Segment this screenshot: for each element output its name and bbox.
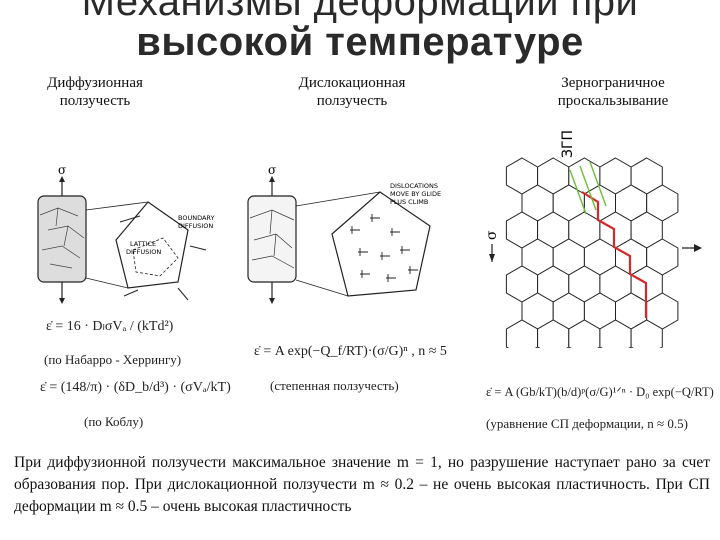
specimen-cylinder — [37, 195, 87, 283]
sp-deformation-formula: ε̇ = A (Gb/kT)(b/d)ᵖ(σ/G)¹ᐟⁿ · D₀ exp(−Q… — [486, 385, 714, 399]
power-law-formula: ε̇ = A exp(−Q_f/RT)·(σ/G)ⁿ , n ≈ 5 — [254, 344, 447, 359]
nabarro-herring-caption: (по Набарро - Херрингу) — [44, 352, 182, 367]
lattice-label: LATTICE — [130, 240, 156, 248]
grain-pentagon-2 — [331, 191, 431, 297]
title-line-2: высокой температуре — [136, 20, 584, 64]
coble-caption: (по Коблу) — [84, 414, 144, 429]
move-by-glide-label: MOVE BY GLIDE — [390, 190, 441, 198]
col2-heading-line1: Дислокационная — [298, 75, 406, 91]
diffusion-creep-figure: σ BOUNDARY DIFFUSION LATTICE DIFFUSION — [37, 163, 215, 304]
title-line-1: Механизмы деформации при — [81, 0, 639, 24]
sigma-left-label: σ — [484, 230, 500, 240]
col1-heading-line1: Диффузионная — [47, 75, 143, 91]
sliding-boundary-path — [581, 191, 648, 318]
sigma-top-label: σ — [58, 163, 66, 177]
hex-grain-grid — [505, 157, 679, 348]
col1-heading-line2: ползучесть — [59, 93, 131, 109]
right-arrow — [682, 244, 702, 252]
col3-heading-line1: Зернограничное — [561, 75, 665, 91]
grain-boundary-sliding-figure: ЗГП σ — [484, 130, 702, 348]
sp-deformation-caption: (уравнение СП деформации, n ≈ 0.5) — [486, 416, 688, 431]
plus-climb-label: PLUS CLIMB — [390, 198, 428, 206]
lattice-diffusion-label: DIFFUSION — [126, 248, 161, 256]
hex-grain — [630, 319, 663, 348]
dislocation-creep-figure: σ DISLOCATIONS MOVE BY GLIDE PLUS CLIMB — [247, 163, 441, 304]
grain-pentagon — [115, 201, 189, 289]
specimen-cylinder-2 — [247, 195, 297, 283]
summary-paragraph: При диффузионной ползучести максимальное… — [14, 454, 710, 515]
col2-heading-line2: ползучесть — [316, 93, 388, 109]
boundary-diffusion-label: DIFFUSION — [178, 222, 213, 230]
col1-heading: Диффузионная ползучесть — [30, 74, 160, 110]
zgp-label: ЗГП — [560, 130, 576, 158]
boundary-label: BOUNDARY — [178, 214, 215, 222]
sigma-top-label-2: σ — [268, 163, 276, 177]
dislocations-label: DISLOCATIONS — [390, 182, 438, 190]
nabarro-herring-formula: ε̇ = 16 · DₗσVₐ / (kTd²) — [46, 319, 174, 334]
power-law-caption: (степенная ползучесть) — [270, 378, 399, 393]
coble-formula: ε̇ = (148/π) · (δD_b/d³) · (σVₐ/kT) — [40, 380, 231, 395]
col3-heading: Зернограничное проскальзывание — [538, 74, 688, 110]
col3-heading-line2: проскальзывание — [557, 93, 669, 109]
green-sliding-arrows — [569, 161, 607, 215]
col2-heading: Дислокационная ползучесть — [282, 74, 422, 110]
